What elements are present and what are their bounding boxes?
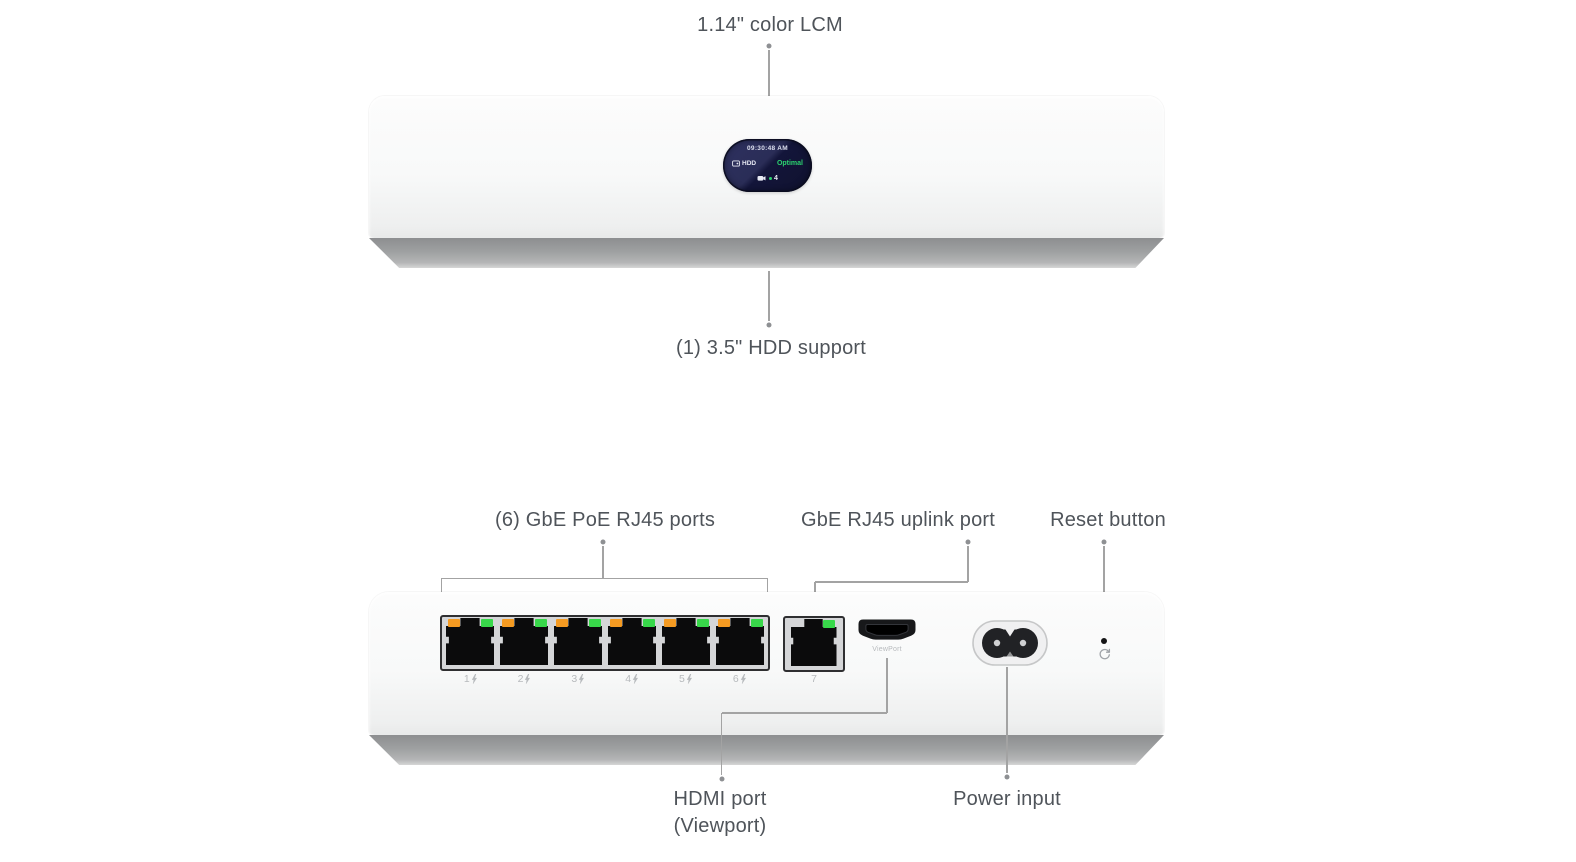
port-number-label: 5 — [662, 673, 710, 685]
port-number-label: 1 — [447, 673, 495, 685]
callout-line — [721, 712, 887, 714]
lcm-hdd-row: HDD Optimal — [723, 158, 812, 169]
device-rear-base — [369, 735, 1164, 765]
camera-status-dot — [768, 177, 772, 180]
callout-dot — [1101, 539, 1107, 545]
port-led-green — [480, 618, 493, 627]
port-led-green — [588, 618, 601, 627]
lcm-camera-row: 4 — [723, 175, 812, 182]
lightning-bolt-icon — [632, 673, 639, 685]
callout-line — [886, 658, 888, 713]
device-front-base — [369, 238, 1164, 268]
uplink-port-number: 7 — [811, 673, 817, 685]
hdmi-callout-label-line1: HDMI port — [673, 788, 767, 810]
lcm-hdd-status: Optimal — [776, 160, 803, 167]
callout-dot — [766, 43, 772, 49]
port-led-orange — [663, 618, 676, 627]
uplink-port — [783, 616, 845, 672]
lcm-hdd-label: HDD — [742, 160, 757, 167]
hdd-callout-label: (1) 3.5" HDD support — [675, 337, 867, 359]
reset-icon — [1099, 648, 1110, 660]
callout-line — [967, 546, 969, 582]
uplink-callout-label: GbE RJ45 uplink port — [800, 509, 996, 531]
port-number-label: 4 — [608, 673, 656, 685]
callout-line — [1103, 546, 1105, 634]
hdmi-port — [858, 619, 916, 640]
port-led-green — [823, 619, 835, 628]
callout-line — [602, 546, 604, 578]
port-led-green — [534, 618, 547, 627]
lcm-time: 09:30:48 AM — [747, 145, 788, 152]
lcm-callout-label: 1.14" color LCM — [697, 14, 843, 36]
port-number-label: 2 — [500, 673, 548, 685]
poe-port — [608, 618, 656, 665]
callout-line — [1006, 667, 1008, 773]
power-callout-label: Power input — [953, 788, 1061, 810]
callout-dot — [719, 776, 724, 782]
lcm-screen: 09:30:48 AM HDD Optimal 4 — [723, 139, 812, 192]
hdmi-callout-label-line2: (Viewport) — [673, 815, 767, 837]
callout-dot — [766, 322, 772, 328]
callout-line — [815, 581, 968, 583]
poe-port-numbers: 1 2 3 4 5 6 — [440, 673, 770, 685]
port-led-orange — [717, 618, 730, 627]
port-number-label: 6 — [715, 673, 763, 685]
poe-port — [662, 618, 710, 665]
port-led-orange — [609, 618, 622, 627]
callout-line — [720, 713, 723, 775]
lightning-bolt-icon — [471, 673, 477, 685]
poe-port — [500, 618, 548, 665]
callout-line — [768, 271, 770, 321]
callout-dot — [1004, 774, 1010, 780]
poe-port — [716, 618, 764, 665]
power-inlet — [972, 620, 1048, 666]
callout-line — [768, 50, 770, 139]
poe-port-block — [440, 615, 770, 671]
lcm-camera-count: 4 — [774, 175, 778, 182]
port-number-label: 3 — [554, 673, 602, 685]
port-led-orange — [501, 618, 514, 627]
poe-callout-label: (6) GbE PoE RJ45 ports — [494, 509, 716, 531]
uplink-port-jack — [790, 619, 837, 666]
lightning-bolt-icon — [740, 673, 746, 685]
poe-port — [554, 618, 602, 665]
reset-button — [1101, 638, 1107, 644]
lightning-bolt-icon — [525, 673, 531, 685]
port-led-orange — [447, 618, 460, 627]
poe-port — [446, 618, 494, 665]
callout-dot — [600, 539, 606, 545]
callout-dot — [965, 539, 971, 545]
hdd-icon — [732, 160, 740, 167]
port-led-green — [642, 618, 655, 627]
hdmi-print-label: ViewPort — [872, 646, 902, 653]
lightning-bolt-icon — [686, 673, 692, 685]
port-led-green — [750, 618, 763, 627]
port-led-green — [696, 618, 709, 627]
camera-icon — [757, 176, 766, 181]
port-led-orange — [555, 618, 568, 627]
lightning-bolt-icon — [579, 673, 585, 685]
reset-callout-label: Reset button — [1050, 509, 1166, 531]
